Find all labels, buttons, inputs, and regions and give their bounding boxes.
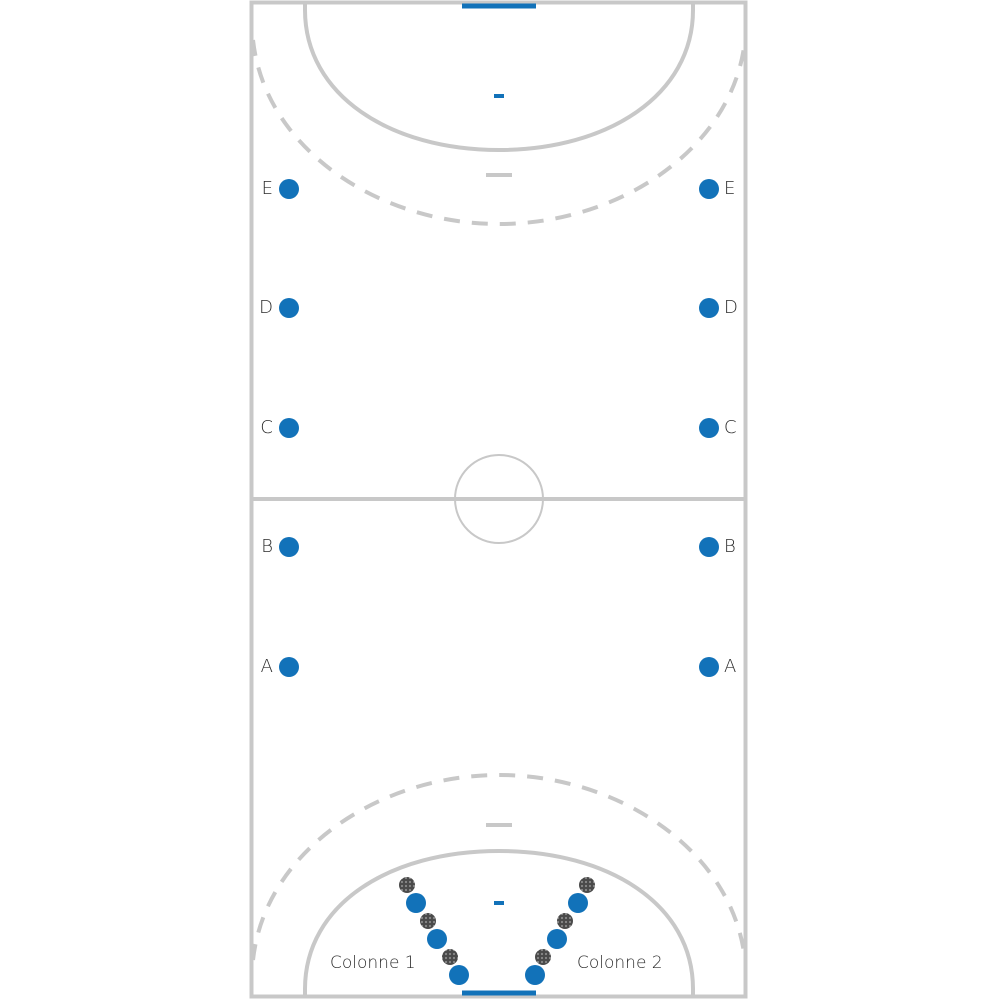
ball-icon[interactable] xyxy=(442,949,458,965)
column-1-label: Colonne 1 xyxy=(330,953,416,973)
ball-icon[interactable] xyxy=(557,913,573,929)
player-left-E[interactable] xyxy=(279,179,299,199)
station-label-right-B: B xyxy=(724,536,736,557)
player-column-1[interactable] xyxy=(427,929,447,949)
station-label-left-B: B xyxy=(261,536,273,557)
top-free-throw-line xyxy=(251,39,747,227)
ball-icon[interactable] xyxy=(420,913,436,929)
player-right-E[interactable] xyxy=(699,179,719,199)
player-left-D[interactable] xyxy=(279,298,299,318)
column-2-label: Colonne 2 xyxy=(577,953,663,973)
player-left-C[interactable] xyxy=(279,418,299,438)
player-column-2[interactable] xyxy=(525,965,545,985)
right-stations xyxy=(699,179,719,677)
station-label-left-C: C xyxy=(260,417,273,438)
player-left-A[interactable] xyxy=(279,657,299,677)
player-column-2[interactable] xyxy=(568,893,588,913)
player-column-1[interactable] xyxy=(449,965,469,985)
center-circle xyxy=(454,454,544,544)
column-1-group xyxy=(399,877,469,985)
player-right-C[interactable] xyxy=(699,418,719,438)
station-label-right-C: C xyxy=(724,417,737,438)
ball-icon[interactable] xyxy=(399,877,415,893)
player-right-D[interactable] xyxy=(699,298,719,318)
player-right-B[interactable] xyxy=(699,537,719,557)
player-column-2[interactable] xyxy=(547,929,567,949)
column-2-group xyxy=(525,877,595,985)
bottom-free-throw-line xyxy=(251,772,747,961)
station-label-left-A: A xyxy=(260,656,273,677)
station-label-left-E: E xyxy=(261,178,273,199)
ball-icon[interactable] xyxy=(579,877,595,893)
left-stations xyxy=(279,179,299,677)
station-label-right-E: E xyxy=(724,178,736,199)
ball-icon[interactable] xyxy=(535,949,551,965)
player-left-B[interactable] xyxy=(279,537,299,557)
player-right-A[interactable] xyxy=(699,657,719,677)
station-label-left-D: D xyxy=(259,297,273,318)
station-label-right-D: D xyxy=(724,297,738,318)
top-goal-area-line xyxy=(303,3,695,153)
player-column-1[interactable] xyxy=(406,893,426,913)
bottom-goal-area-line xyxy=(303,848,695,996)
station-label-right-A: A xyxy=(724,656,737,677)
